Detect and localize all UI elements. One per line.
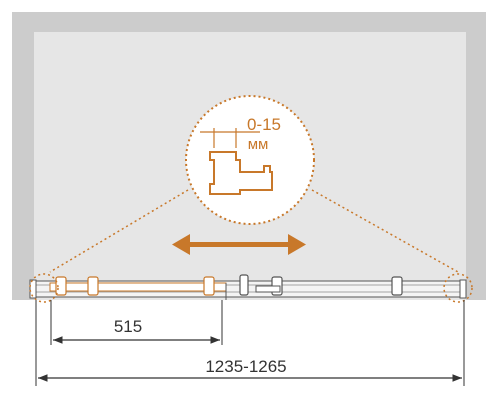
roller-3 [203,276,215,296]
wall-profile-right [459,279,467,299]
fitting-1 [239,274,249,296]
profile-detail [200,128,273,195]
total-width-label: 1235-1265 [205,357,286,376]
double-arrow-icon [172,234,306,255]
profile-shape [209,151,273,195]
sliding-panel [49,282,227,292]
door-width-label: 515 [114,317,142,336]
handle [255,285,281,293]
wall-profile-left [29,279,37,299]
detail-circle-right [443,273,473,303]
roller-2 [87,276,99,296]
gap-unit-label: мм [248,136,269,153]
magnifier-circle [185,95,315,225]
detail-circle-left [29,273,59,303]
door-assembly [29,274,467,300]
magnifier-guide-left [49,189,189,273]
gap-range-label: 0-15 [247,115,281,134]
roller-1 [55,276,67,296]
fitting-3 [391,276,403,296]
